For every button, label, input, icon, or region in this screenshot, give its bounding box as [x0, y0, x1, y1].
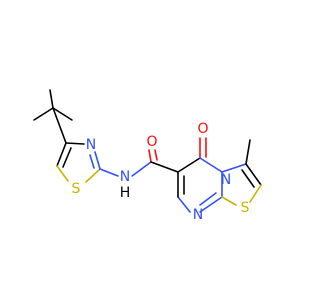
thiazole-ring-left [56, 142, 101, 183]
bond-c8a-n8 [199, 196, 223, 213]
bond-nbridge-c3 [221, 163, 247, 173]
atom-label-n-pyrimidine: N [193, 207, 203, 223]
bond-n8-c7 [177, 196, 191, 213]
bond-s-c2 [85, 168, 101, 183]
bond-c8a-n8-double [199, 192, 217, 206]
atom-label-s-right-ring: S [241, 200, 250, 216]
bond-c5-s [56, 165, 69, 182]
bond-tbu-methyl-right [52, 107, 73, 121]
bond-c4-c5-double [62, 147, 72, 168]
pyrimidinone-ring [177, 137, 223, 213]
amide-linker [99, 149, 179, 177]
atom-label-h: H [120, 185, 131, 201]
bond-nh-carbonyl [131, 161, 152, 177]
atom-label-n-left-ring: N [86, 137, 96, 153]
bond-c2-n [94, 151, 101, 170]
bond-c5-nbridge [199, 157, 223, 173]
bond-tbu-to-ring [52, 107, 67, 144]
thiazole-ring-right [221, 139, 262, 206]
bond-tbu-methyl-top [49, 89, 54, 109]
atom-label-nh: N [120, 169, 130, 185]
bond-c3-c2 [245, 163, 262, 186]
atom-labels: S N N H O O N N S [72, 121, 250, 223]
tert-butyl-group [33, 89, 73, 144]
molecule-structure: S N N H O O N N S [33, 89, 262, 223]
structure-canvas: S N N H O O N N S [33, 89, 262, 223]
bond-carbonyl-ring [150, 161, 179, 173]
atom-label-o-amide: O [146, 134, 157, 150]
bond-carbonyl-o-double [154, 149, 158, 161]
bond-carbonyl-o [148, 149, 152, 163]
bond-n-c4 [65, 142, 85, 145]
bond-c2-s [249, 184, 262, 203]
bond-c4-c5 [56, 142, 67, 167]
bond-c3-c2-double [241, 169, 255, 188]
bond-tbu-methyl-left [33, 107, 54, 121]
atom-label-o-ketone: O [197, 121, 208, 137]
atom-label-s-left-ring: S [72, 181, 81, 197]
bond-c3-methyl [245, 139, 251, 165]
bond-c6-c5ring [177, 157, 201, 173]
atom-label-n-bridge: N [221, 172, 231, 188]
bond-c2-n-double [89, 154, 95, 169]
bond-s-c8a [221, 196, 237, 206]
bond-c2-nh [99, 168, 119, 177]
